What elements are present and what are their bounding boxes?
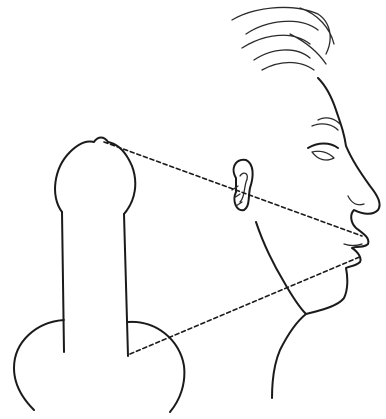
eye bbox=[308, 118, 340, 160]
ear bbox=[232, 160, 253, 210]
neck-line bbox=[256, 222, 306, 314]
nostril bbox=[348, 196, 364, 205]
hair bbox=[232, 7, 334, 70]
shape-shaft-left bbox=[62, 212, 64, 352]
phallic-shape bbox=[14, 138, 184, 413]
base-left bbox=[14, 320, 64, 410]
measure-line-base-to-chin bbox=[130, 256, 362, 354]
lip-line bbox=[344, 244, 362, 246]
measure-line-tip-to-nose bbox=[104, 142, 362, 236]
face-profile bbox=[232, 7, 380, 398]
shape-shaft-right bbox=[124, 214, 128, 356]
face-outline bbox=[272, 78, 380, 398]
